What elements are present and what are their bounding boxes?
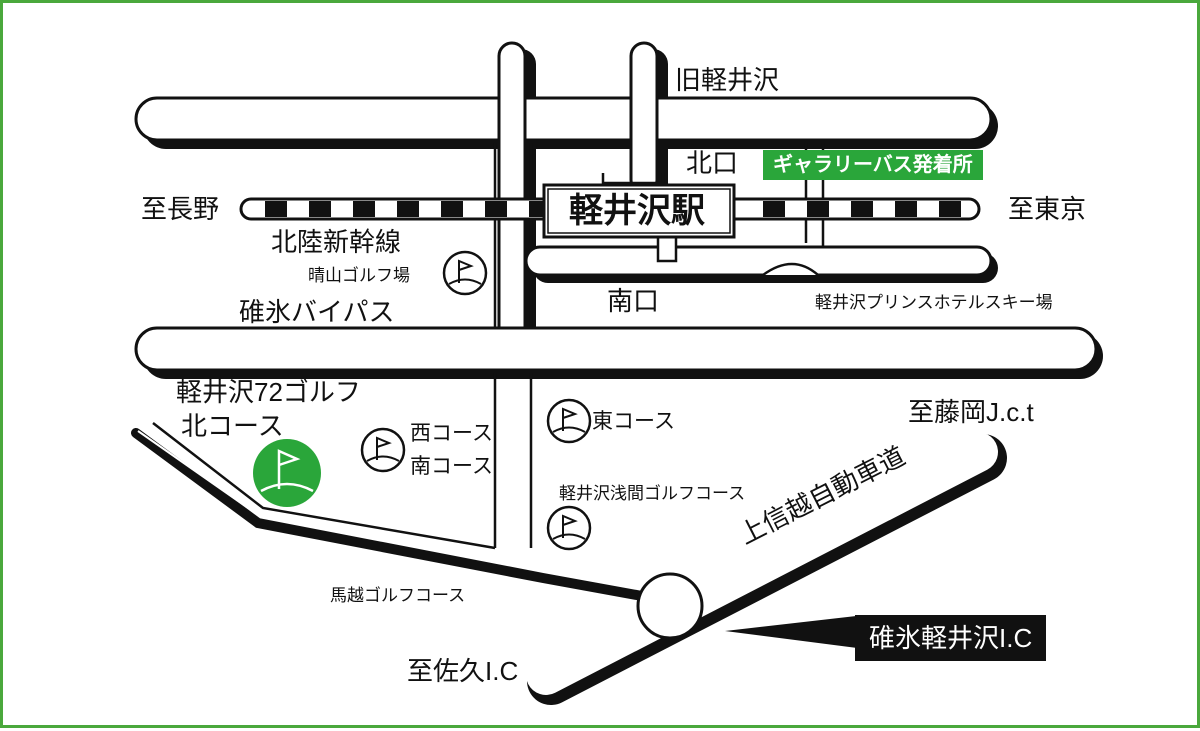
golf-flag-icon-highlighted: [253, 439, 321, 507]
asama-golf-label: 軽井沢浅間ゴルフコース: [559, 484, 746, 503]
golf-flag-icon: [360, 427, 406, 473]
prince-ski-label: 軽井沢プリンスホテルスキー場: [815, 293, 1053, 312]
golf-flag-icon: [442, 250, 488, 296]
golf-flag-icon: [546, 505, 592, 551]
hokuriku-shinkansen-label: 北陸新幹線: [271, 227, 402, 257]
ic-pointer: [725, 615, 865, 649]
usui-ic-circle: [636, 572, 704, 640]
karuizawa72-north-label-1: 軽井沢72ゴルフ: [176, 377, 361, 407]
south-road: [524, 245, 993, 277]
north-road-right: [629, 41, 659, 195]
harayama-golf-label: 晴山ゴルフ場: [308, 266, 410, 285]
usui-karuizawa-ic-label: 碓氷軽井沢I.C: [855, 615, 1047, 661]
magoshi-golf-label: 馬越ゴルフコース: [330, 586, 466, 605]
minami-course-label: 南コース: [410, 455, 493, 478]
to-nagano-label: 至長野: [141, 194, 220, 224]
to-tokyo-label: 至東京: [1008, 194, 1087, 224]
to-fujioka-label: 至藤岡J.c.t: [908, 397, 1034, 427]
kyu-karuizawa-road: [134, 96, 993, 142]
roads: [134, 41, 1098, 372]
golf-flag-icon: [546, 398, 592, 444]
station-box: [542, 183, 736, 239]
karuizawa-station-label: 軽井沢駅: [569, 192, 705, 230]
to-saku-ic-label: 至佐久I.C: [407, 656, 519, 686]
map-graphics: [131, 41, 1103, 705]
usui-bypass-label: 碓氷バイパス: [239, 297, 395, 327]
kitaguchi-label: 北口: [686, 148, 739, 178]
karuizawa72-north-label-2: 北コース: [181, 411, 284, 441]
minamiguchi-label: 南口: [607, 286, 660, 316]
gallery-bus-stop-label: ギャラリーバス発着所: [763, 150, 983, 180]
joshinetsu-expressway: [526, 432, 1007, 705]
nishi-course-label: 西コース: [410, 422, 493, 445]
golf-road-diagonal: [131, 428, 658, 603]
kyu-karuizawa-label: 旧軽井沢: [675, 65, 780, 95]
higashi-course-label: 東コース: [592, 410, 675, 433]
usui-bypass-road: [134, 326, 1098, 372]
north-road-left: [497, 41, 527, 345]
